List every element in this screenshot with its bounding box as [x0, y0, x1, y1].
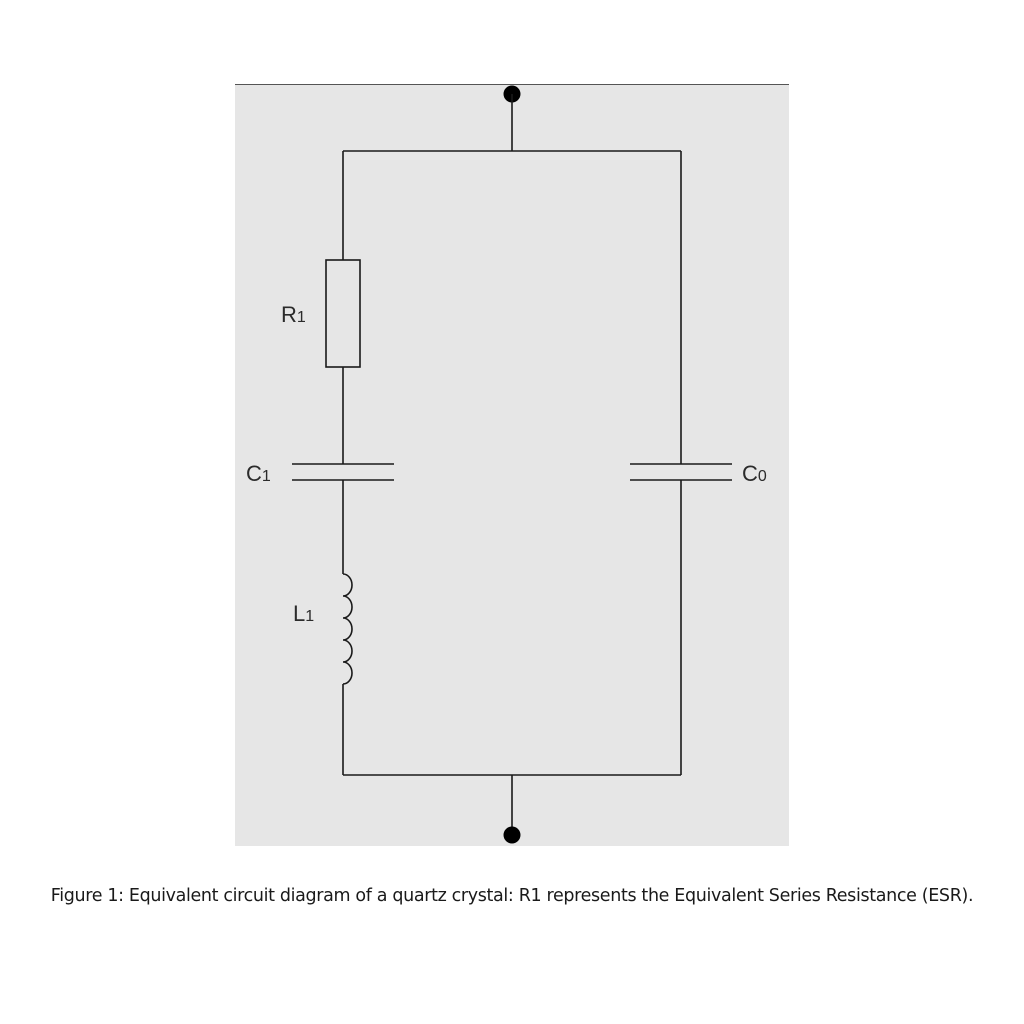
label-c1: C1 [246, 461, 271, 486]
diagram-background [235, 84, 789, 846]
circuit-diagram: R1 C1 L1 C0 [235, 84, 789, 846]
circuit-svg: R1 C1 L1 C0 [235, 84, 789, 846]
label-c1-letter: C [246, 461, 262, 486]
label-l1-letter: L [293, 601, 305, 626]
inductor-l1 [342, 573, 353, 685]
label-r1: R1 [281, 302, 306, 327]
label-c1-subscript: 1 [262, 468, 271, 485]
label-l1-subscript: 1 [305, 608, 314, 625]
label-c0-subscript: 0 [758, 468, 767, 485]
label-l1: L1 [293, 601, 314, 626]
label-c0-letter: C [742, 461, 758, 486]
label-r1-subscript: 1 [297, 309, 306, 326]
label-r1-letter: R [281, 302, 297, 327]
figure-caption: Figure 1: Equivalent circuit diagram of … [50, 886, 974, 906]
label-c0: C0 [742, 461, 767, 486]
bottom-terminal [503, 826, 521, 844]
